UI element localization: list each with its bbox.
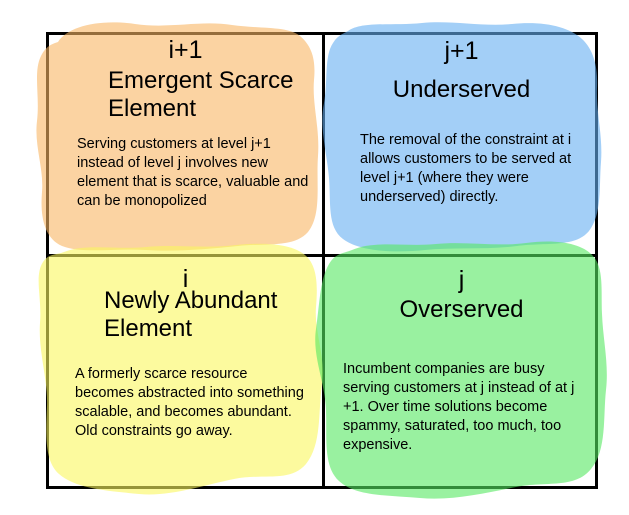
- quadrant-title: Underserved: [392, 76, 531, 103]
- quadrant-top-right: j+1 Underserved The removal of the const…: [325, 33, 598, 256]
- axis-label-j-plus-1: j+1: [444, 37, 479, 65]
- quadrant-title: Overserved: [399, 296, 524, 323]
- axis-label-i-plus-1: i+1: [168, 36, 203, 64]
- axis-label-j: j: [458, 266, 465, 294]
- quadrant-description: Serving customers at level j+1 instead o…: [77, 136, 309, 209]
- quadrant-description: Incumbent companies are busy serving cus…: [343, 361, 575, 453]
- quadrant-bottom-right: j Overserved Incumbent companies are bus…: [325, 257, 598, 488]
- quadrant-top-left: i+1 Emergent Scarce Element Serving cust…: [47, 33, 324, 256]
- quadrant-description: The removal of the constraint at i allow…: [360, 132, 572, 205]
- quadrant-title: Newly Abundant Element: [104, 287, 278, 342]
- quadrant-title: Emergent Scarce Element: [108, 67, 294, 122]
- quadrant-bottom-left: i Newly Abundant Element A formerly scar…: [47, 257, 324, 488]
- quadrant-description: A formerly scarce resource becomes abstr…: [75, 366, 304, 439]
